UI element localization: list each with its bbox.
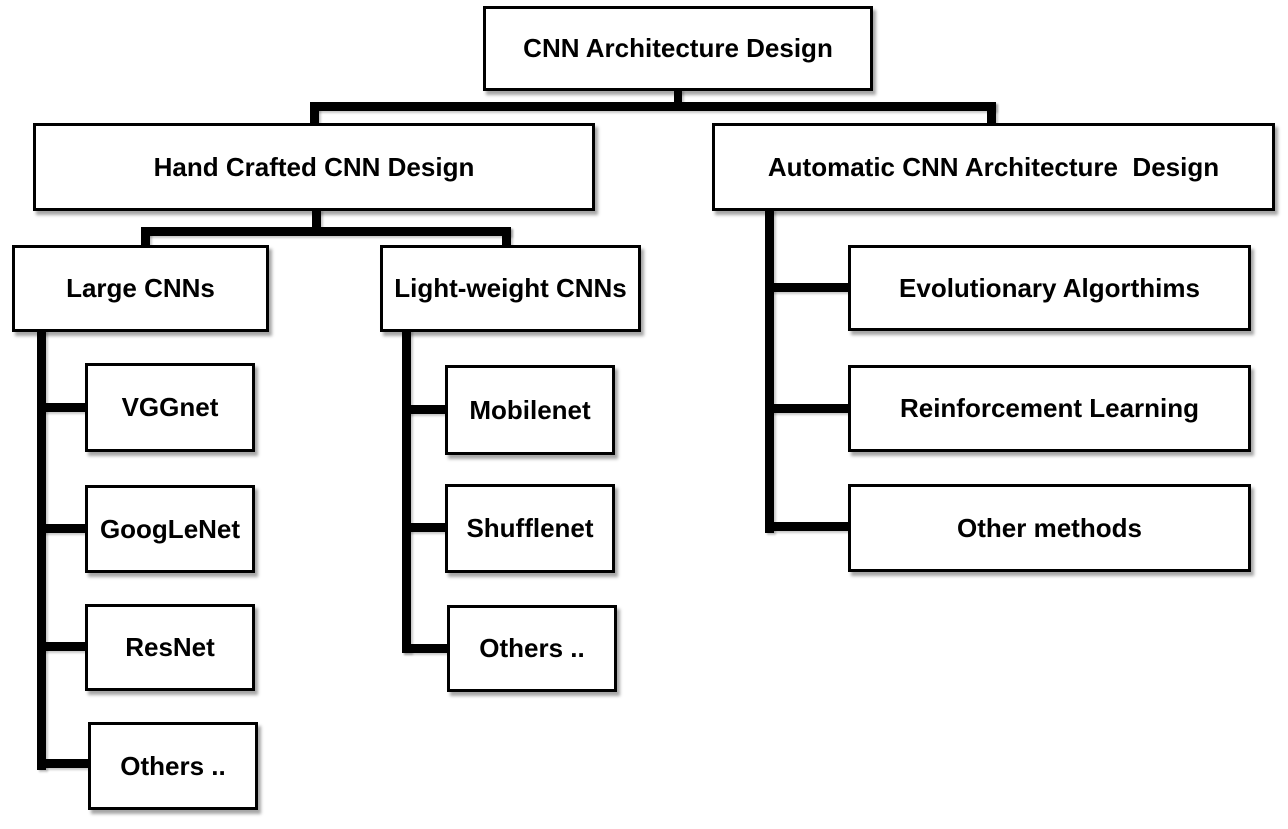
node-mobilenet-label: Mobilenet bbox=[469, 394, 591, 425]
node-vggnet-label: VGGnet bbox=[121, 392, 219, 423]
node-large-cnns: Large CNNs bbox=[12, 245, 269, 332]
node-resnet-label: ResNet bbox=[125, 632, 215, 663]
node-light-weight-label: Light-weight CNNs bbox=[394, 273, 627, 304]
node-root-label: CNN Architecture Design bbox=[523, 33, 833, 64]
connector-top-hook-left bbox=[310, 102, 319, 125]
node-root: CNN Architecture Design bbox=[483, 6, 873, 91]
node-others-large: Others .. bbox=[88, 722, 258, 810]
connector-others-light-stub bbox=[402, 644, 450, 653]
node-others-large-label: Others .. bbox=[120, 750, 226, 781]
node-others-light: Others .. bbox=[447, 605, 617, 692]
connector-root-stub bbox=[674, 89, 682, 105]
connector-handcrafted-hook-left bbox=[141, 227, 150, 247]
node-hand-crafted: Hand Crafted CNN Design bbox=[33, 123, 595, 211]
node-shufflenet: Shufflenet bbox=[445, 484, 615, 573]
connector-googlenet-stub bbox=[37, 524, 88, 533]
node-shufflenet-label: Shufflenet bbox=[466, 513, 594, 544]
node-other-methods-label: Other methods bbox=[957, 512, 1142, 543]
connector-other-methods-stub bbox=[765, 522, 851, 531]
connector-top-hook-right bbox=[987, 102, 996, 125]
node-large-cnns-label: Large CNNs bbox=[66, 273, 215, 304]
node-hand-crafted-label: Hand Crafted CNN Design bbox=[153, 151, 475, 182]
node-reinforcement-label: Reinforcement Learning bbox=[899, 393, 1200, 424]
connector-resnet-stub bbox=[37, 642, 88, 651]
connector-shufflenet-stub bbox=[402, 523, 448, 532]
node-googlenet: GoogLeNet bbox=[85, 485, 255, 573]
node-mobilenet: Mobilenet bbox=[445, 365, 615, 455]
node-automatic-label: Automatic CNN Architecture Design bbox=[767, 151, 1220, 182]
node-evolutionary: Evolutionary Algorthims bbox=[848, 245, 1251, 331]
connector-evolutionary-stub bbox=[765, 283, 851, 292]
connector-light-weight-trunk bbox=[402, 329, 411, 653]
connector-handcrafted-hook-right bbox=[502, 227, 511, 247]
node-vggnet: VGGnet bbox=[85, 363, 255, 452]
connector-handcrafted-hline bbox=[141, 227, 511, 236]
connector-mobilenet-stub bbox=[402, 405, 448, 414]
node-resnet: ResNet bbox=[85, 604, 255, 691]
connector-top-hline bbox=[310, 102, 996, 111]
node-evolutionary-label: Evolutionary Algorthims bbox=[899, 272, 1200, 303]
connector-large-cnns-trunk bbox=[37, 329, 46, 770]
connector-vggnet-stub bbox=[37, 403, 88, 412]
connector-others-large-stub bbox=[37, 759, 91, 768]
connector-reinforcement-stub bbox=[765, 404, 851, 413]
node-others-light-label: Others .. bbox=[479, 633, 585, 664]
connector-handcrafted-stub bbox=[312, 209, 321, 229]
node-automatic: Automatic CNN Architecture Design bbox=[712, 123, 1275, 211]
connector-automatic-trunk bbox=[765, 209, 774, 533]
node-reinforcement: Reinforcement Learning bbox=[848, 365, 1251, 452]
node-googlenet-label: GoogLeNet bbox=[99, 513, 241, 544]
node-light-weight: Light-weight CNNs bbox=[380, 245, 641, 332]
node-other-methods: Other methods bbox=[848, 484, 1251, 572]
